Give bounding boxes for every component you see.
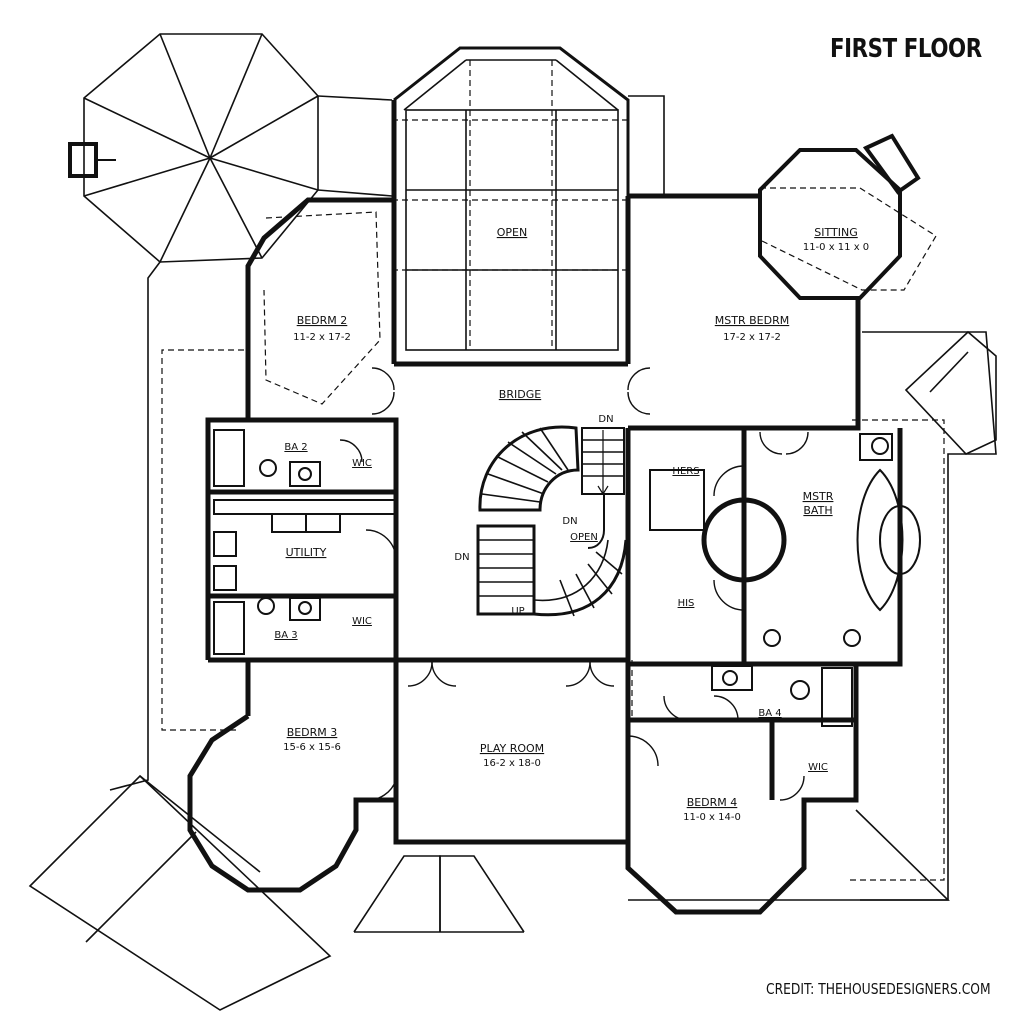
roof-outline bbox=[28, 33, 997, 1011]
master-bath-label-line1: MSTR bbox=[803, 490, 834, 503]
open-area-label: OPEN bbox=[497, 226, 527, 239]
bath4-wic-label: WIC bbox=[808, 762, 828, 773]
his-closet-label: HIS bbox=[678, 598, 695, 609]
bedroom3-label: BEDRM 3 bbox=[287, 726, 338, 739]
master-bedroom-dims: 17-2 x 17-2 bbox=[723, 332, 781, 343]
staircase bbox=[476, 425, 628, 617]
open-atrium bbox=[393, 46, 630, 351]
hers-closet-label: HERS bbox=[672, 466, 699, 477]
sitting-room-label: SITTING bbox=[814, 226, 857, 239]
bedroom3-dims: 15-6 x 15-6 bbox=[283, 742, 341, 753]
chimney-icon bbox=[68, 142, 116, 178]
stair-dn-left-label: DN bbox=[454, 552, 469, 563]
bath2-label: BA 2 bbox=[284, 442, 307, 453]
fireplace-icon bbox=[862, 133, 921, 195]
sitting-room-dims: 11-0 x 11 x 0 bbox=[803, 242, 869, 253]
stair-up-label: UP bbox=[511, 606, 524, 617]
bedroom4-label: BEDRM 4 bbox=[687, 796, 738, 809]
bedroom2-label: BEDRM 2 bbox=[297, 314, 348, 327]
bath4-label: BA 4 bbox=[758, 708, 781, 719]
stair-open-label: OPEN bbox=[570, 532, 598, 543]
stair-dn-top-label: DN bbox=[598, 414, 613, 425]
bridge-label: BRIDGE bbox=[499, 388, 541, 401]
fixtures bbox=[213, 429, 921, 727]
master-bedroom-label: MSTR BEDRM bbox=[715, 314, 789, 327]
play-room-label: PLAY ROOM bbox=[480, 742, 544, 755]
credit-line: CREDIT: THEHOUSEDESIGNERS.COM bbox=[766, 980, 991, 998]
bedroom4-dims: 11-0 x 14-0 bbox=[683, 812, 741, 823]
bedroom2-dims: 11-2 x 17-2 bbox=[293, 332, 351, 343]
master-bath-label-line2: BATH bbox=[803, 504, 832, 517]
floor-title: FIRST FLOOR bbox=[830, 34, 982, 64]
bath3-label: BA 3 bbox=[274, 630, 297, 641]
bath3-wic-label: WIC bbox=[352, 616, 372, 627]
sitting-bay bbox=[758, 148, 902, 300]
walls bbox=[187, 100, 903, 915]
bath2-wic-label: WIC bbox=[352, 458, 372, 469]
play-room-dims: 16-2 x 18-0 bbox=[483, 758, 541, 769]
dashed-lines bbox=[161, 60, 945, 881]
utility-label: UTILITY bbox=[286, 546, 327, 559]
stair-dn-label: DN bbox=[562, 516, 577, 527]
door-swings bbox=[339, 367, 809, 801]
